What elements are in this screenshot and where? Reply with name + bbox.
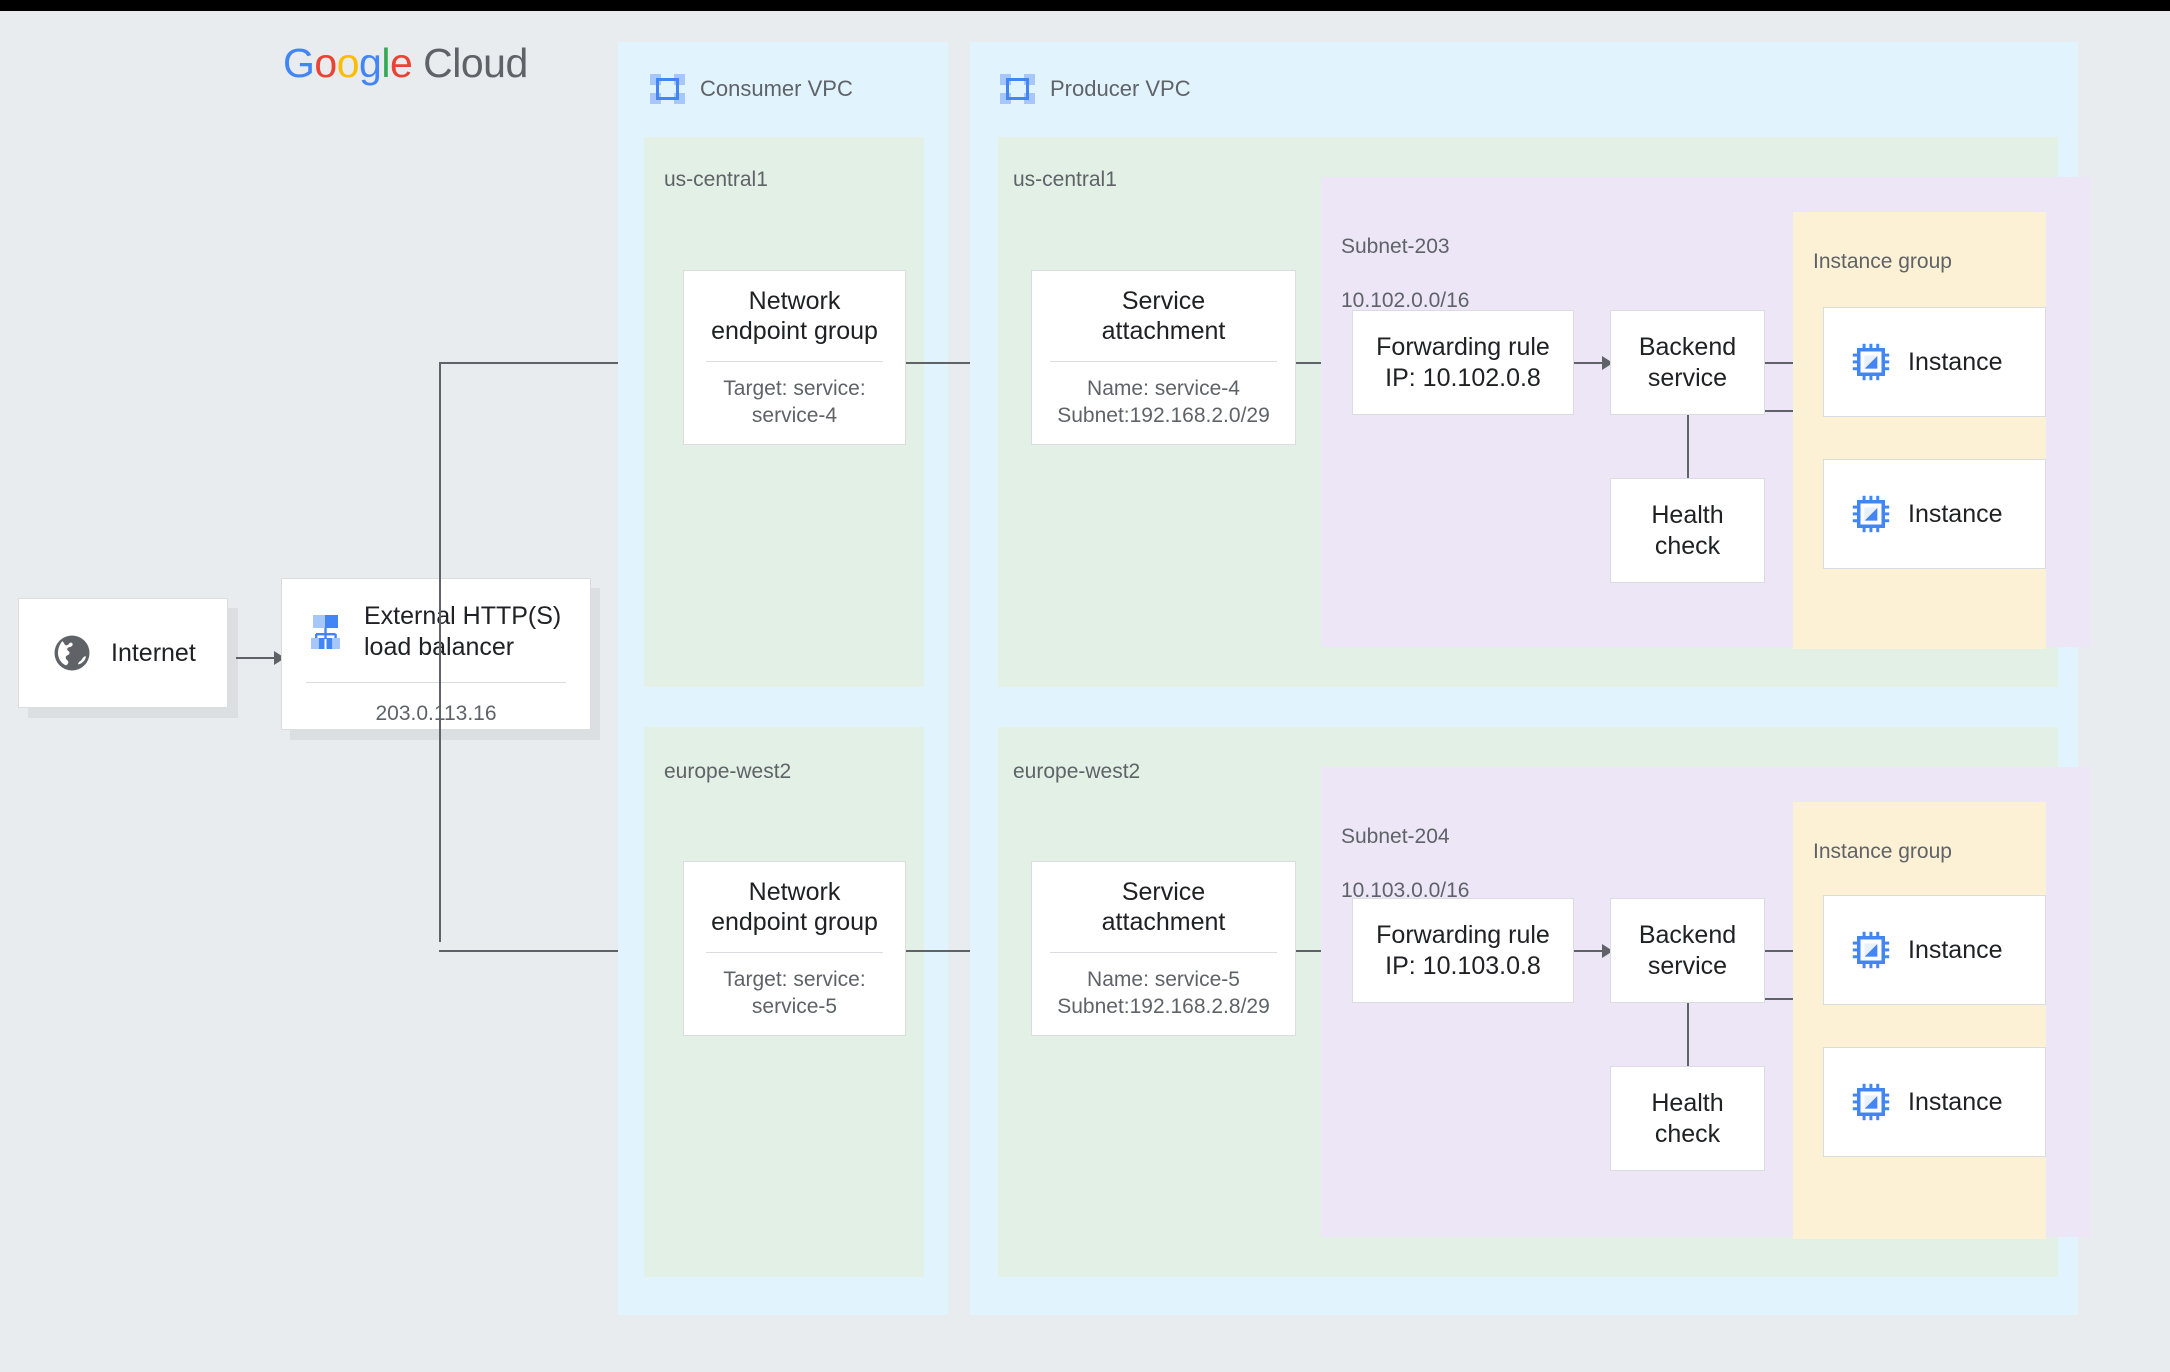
instance-card-1-0[interactable]: Instance bbox=[1823, 895, 2046, 1005]
neg-sub-0: Target: service: service-4 bbox=[723, 376, 866, 427]
health-check-title-0: Health check bbox=[1651, 501, 1724, 560]
connector-bs-to-hc-0 bbox=[1687, 415, 1689, 478]
instance-card-0-0[interactable]: Instance bbox=[1823, 307, 2046, 417]
service-attachment-divider-1 bbox=[1050, 951, 1277, 953]
cpu-instance-icon bbox=[1850, 341, 1892, 383]
instance-label-1-1: Instance bbox=[1908, 1087, 2003, 1116]
producer-region-label-0: us-central1 bbox=[1013, 168, 1117, 191]
forwarding-rule-title-0: Forwarding rule IP: 10.102.0.8 bbox=[1376, 333, 1550, 392]
service-attachment-divider-0 bbox=[1050, 360, 1277, 362]
subnet-204-cidr: 10.103.0.0/16 bbox=[1341, 878, 1470, 902]
neg-title-1: Network endpoint group bbox=[711, 877, 878, 937]
load-balancer-title: External HTTP(S) load balancer bbox=[364, 602, 562, 661]
load-balancer-ip: 203.0.113.16 bbox=[375, 702, 497, 725]
instance-group-label-1: Instance group bbox=[1813, 840, 1952, 863]
cpu-instance-icon bbox=[1850, 493, 1892, 535]
health-check-card-0[interactable]: Health check bbox=[1610, 478, 1765, 583]
forwarding-rule-card-1[interactable]: Forwarding rule IP: 10.103.0.8 bbox=[1352, 898, 1574, 1003]
connector-lb-to-neg-bottom bbox=[439, 950, 661, 952]
instance-group-container-1 bbox=[1793, 802, 2046, 1239]
service-attachment-card-1[interactable]: Service attachment Name: service-5 Subne… bbox=[1031, 861, 1296, 1036]
subnet-204-label: Subnet-204 10.103.0.0/16 bbox=[1341, 797, 1469, 905]
connector-neg-to-sa-bottom bbox=[906, 950, 1026, 952]
vpc-icon bbox=[1000, 72, 1036, 106]
backend-service-card-0[interactable]: Backend service bbox=[1610, 310, 1765, 415]
producer-vpc-header: Producer VPC bbox=[1000, 72, 1191, 106]
connector-neg-to-sa-top bbox=[906, 362, 1026, 364]
health-check-card-1[interactable]: Health check bbox=[1610, 1066, 1765, 1171]
load-balancer-icon bbox=[306, 613, 346, 651]
neg-card-us-central1[interactable]: Network endpoint group Target: service: … bbox=[683, 270, 906, 445]
connector-bs-elbow-h-1 bbox=[1765, 998, 1804, 1000]
connector-bs-to-inst1-0 bbox=[1765, 362, 1815, 364]
neg-divider-0 bbox=[706, 360, 883, 362]
lb-divider bbox=[306, 682, 566, 683]
connector-fr-to-bs-1 bbox=[1574, 950, 1606, 952]
forwarding-rule-title-1: Forwarding rule IP: 10.103.0.8 bbox=[1376, 921, 1550, 980]
service-attachment-card-0[interactable]: Service attachment Name: service-4 Subne… bbox=[1031, 270, 1296, 445]
neg-card-europe-west2[interactable]: Network endpoint group Target: service: … bbox=[683, 861, 906, 1036]
instance-group-container-0 bbox=[1793, 212, 2046, 649]
service-attachment-sub-1: Name: service-5 Subnet:192.168.2.8/29 bbox=[1057, 967, 1270, 1018]
internet-label: Internet bbox=[111, 638, 196, 667]
instance-label-0-1: Instance bbox=[1908, 499, 2003, 528]
instance-label-0-0: Instance bbox=[1908, 347, 2003, 376]
neg-divider-1 bbox=[706, 951, 883, 953]
connector-bs-elbow-h-0 bbox=[1765, 410, 1804, 412]
neg-sub-1: Target: service: service-5 bbox=[723, 967, 866, 1018]
arrowhead-fr-to-bs-1 bbox=[1602, 944, 1613, 958]
service-attachment-title-0: Service attachment bbox=[1101, 286, 1226, 346]
consumer-vpc-header: Consumer VPC bbox=[650, 72, 853, 106]
health-check-title-1: Health check bbox=[1651, 1089, 1724, 1148]
connector-fr-to-bs-0 bbox=[1574, 362, 1606, 364]
globe-icon bbox=[51, 632, 93, 674]
connector-lb-to-neg-top bbox=[439, 362, 661, 364]
producer-vpc-title: Producer VPC bbox=[1050, 76, 1191, 101]
vpc-icon bbox=[650, 72, 686, 106]
subnet-203-cidr: 10.102.0.0/16 bbox=[1341, 288, 1470, 312]
subnet-203-label: Subnet-203 10.102.0.0/16 bbox=[1341, 207, 1469, 315]
connector-lb-trunk bbox=[439, 362, 441, 942]
subnet-204-name: Subnet-204 bbox=[1341, 824, 1450, 848]
top-black-bar bbox=[0, 0, 2170, 11]
neg-title-0: Network endpoint group bbox=[711, 286, 878, 346]
instance-label-1-0: Instance bbox=[1908, 935, 2003, 964]
producer-region-label-1: europe-west2 bbox=[1013, 760, 1141, 783]
consumer-vpc-title: Consumer VPC bbox=[700, 76, 853, 101]
consumer-region-label-0: us-central1 bbox=[664, 168, 768, 191]
cpu-instance-icon bbox=[1850, 929, 1892, 971]
instance-card-1-1[interactable]: Instance bbox=[1823, 1047, 2046, 1157]
service-attachment-title-1: Service attachment bbox=[1101, 877, 1226, 937]
service-attachment-sub-0: Name: service-4 Subnet:192.168.2.0/29 bbox=[1057, 376, 1270, 427]
arrowhead-fr-to-bs-0 bbox=[1602, 356, 1613, 370]
instance-card-0-1[interactable]: Instance bbox=[1823, 459, 2046, 569]
load-balancer-card[interactable]: External HTTP(S) load balancer 203.0.113… bbox=[281, 578, 591, 730]
backend-service-title-1: Backend service bbox=[1638, 921, 1737, 980]
connector-bs-to-inst1-1 bbox=[1765, 950, 1815, 952]
cpu-instance-icon bbox=[1850, 1081, 1892, 1123]
backend-service-card-1[interactable]: Backend service bbox=[1610, 898, 1765, 1003]
google-cloud-logo: Google Cloud bbox=[283, 40, 528, 86]
subnet-203-name: Subnet-203 bbox=[1341, 234, 1450, 258]
consumer-region-label-1: europe-west2 bbox=[664, 760, 792, 783]
connector-bs-to-hc-1 bbox=[1687, 1003, 1689, 1066]
arrowhead-internet-to-lb bbox=[274, 651, 285, 665]
instance-group-label-0: Instance group bbox=[1813, 250, 1952, 273]
backend-service-title-0: Backend service bbox=[1638, 333, 1737, 392]
connector-internet-to-lb bbox=[236, 657, 278, 659]
internet-card[interactable]: Internet bbox=[18, 598, 228, 708]
forwarding-rule-card-0[interactable]: Forwarding rule IP: 10.102.0.8 bbox=[1352, 310, 1574, 415]
